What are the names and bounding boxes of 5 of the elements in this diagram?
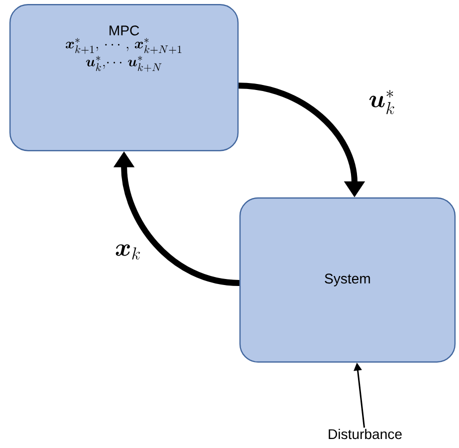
edge-label: $\boldsymbol{x}_k$ bbox=[116, 244, 140, 260]
edge-label: $\boldsymbol{u}^*_k$ bbox=[369, 90, 394, 114]
disturbance-text: Disturbance bbox=[328, 428, 402, 440]
mpc-box: MPC $\boldsymbol{x}^*_{k+1},\,\cdots,\,\boldsymbol{x}^*_{k+N+1}$ $\boldsymbol{u}^*_{k},\!\cdots\,\boldsymbol{u}^*_{k+N}$ bbox=[9, 4, 239, 152]
system-box: System bbox=[239, 197, 456, 363]
